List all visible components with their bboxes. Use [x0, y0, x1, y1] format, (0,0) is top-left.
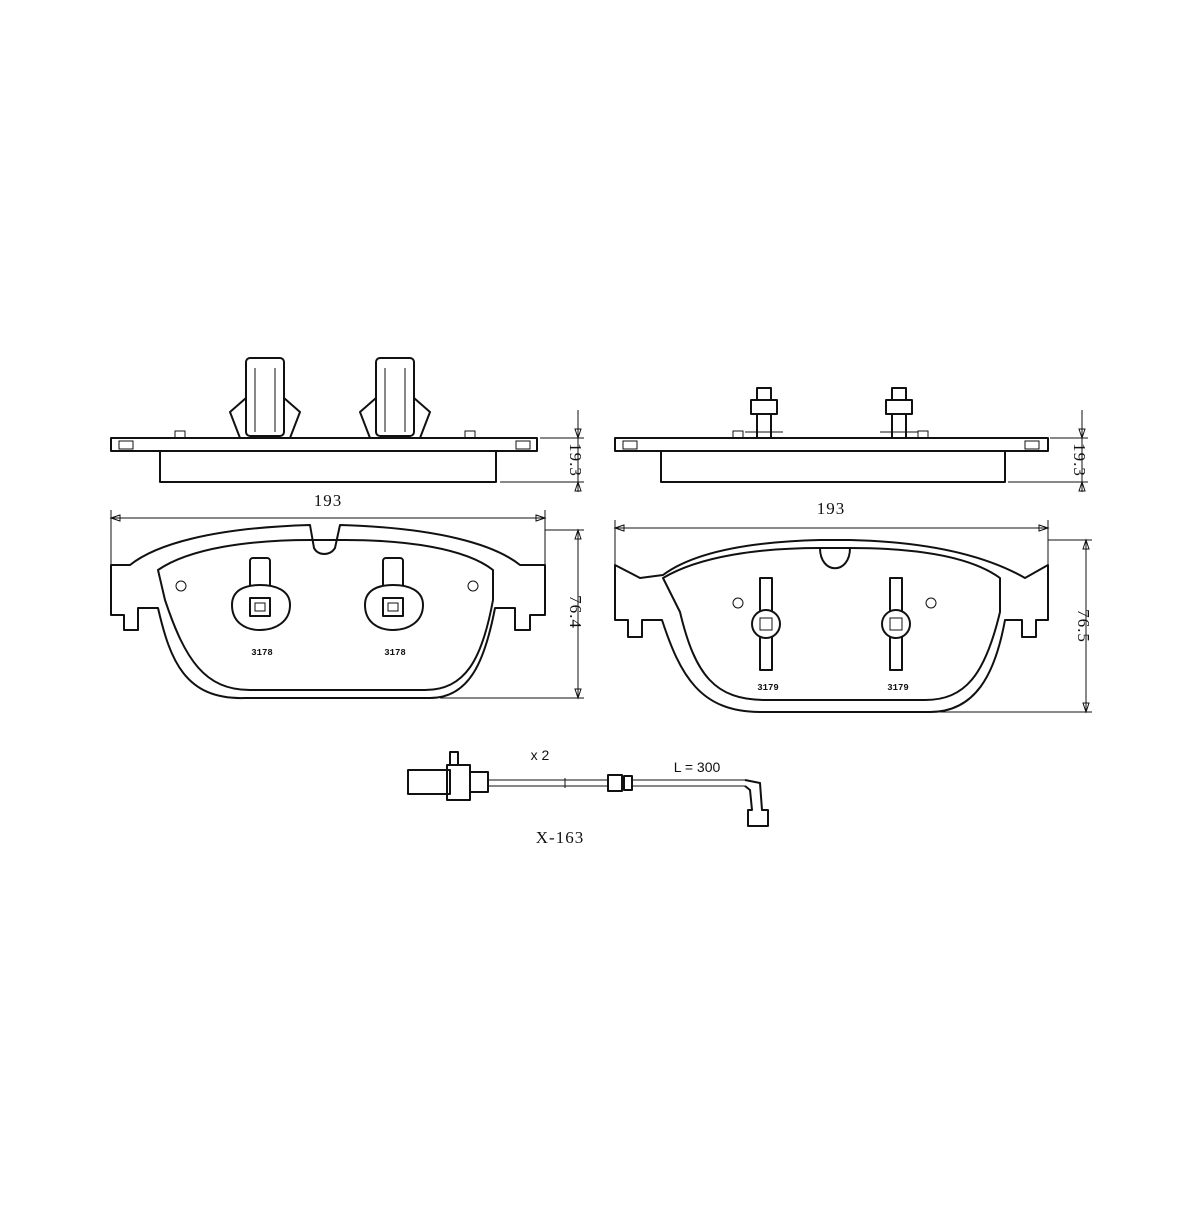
sensor-part-number: X-163: [536, 828, 584, 847]
left-thickness-label: 19.3: [566, 443, 585, 477]
sensor-quantity: x 2: [531, 747, 550, 763]
right-clip-code-1: 3179: [757, 683, 779, 693]
right-pad-side-view: 19.3: [614, 387, 1089, 492]
right-friction-block: [660, 450, 1006, 483]
right-thickness-label: 19.3: [1070, 443, 1089, 477]
right-front-pin-1: 3179: [751, 577, 781, 693]
left-backing-plate: [110, 437, 538, 452]
left-width-dimension: 193: [109, 491, 547, 580]
right-backing-plate: [614, 437, 1049, 452]
sensor-length: L = 300: [674, 759, 721, 775]
right-clip-code-2: 3179: [887, 683, 909, 693]
left-pad-front-view: 193 3178 3178 76.4: [109, 491, 585, 700]
left-thickness-dimension: 19.3: [500, 410, 585, 492]
right-pad-front-view: 193 3179 3179 76.5: [613, 499, 1093, 714]
left-pad-side-view: 19.3: [110, 357, 585, 492]
right-thickness-dimension: 19.3: [1008, 410, 1089, 492]
left-width-label: 193: [314, 491, 343, 510]
left-friction-outline: [157, 539, 494, 691]
right-pin-2: [880, 387, 918, 439]
right-pad-outline: [614, 539, 1049, 713]
left-clip-code-1: 3178: [251, 648, 273, 658]
left-height-dimension: 76.4: [440, 528, 585, 700]
right-width-label: 193: [817, 499, 846, 518]
left-height-label: 76.4: [566, 595, 585, 629]
right-height-dimension: 76.5: [940, 538, 1093, 714]
left-clip-2: [359, 357, 431, 439]
left-clip-1: [229, 357, 301, 439]
left-front-clip-1: 3178: [231, 557, 291, 658]
left-clip-code-2: 3178: [384, 648, 406, 658]
right-front-pin-2: 3179: [881, 577, 911, 693]
right-pin-1: [745, 387, 783, 439]
right-height-label: 76.5: [1074, 609, 1093, 643]
sensor-connector: [407, 769, 451, 795]
left-friction-block: [159, 450, 497, 483]
left-front-clip-2: 3178: [364, 557, 424, 658]
wear-sensor: x 2 L = 300 X-163: [407, 747, 769, 847]
right-friction-outline: [662, 547, 1001, 701]
left-pad-outline: [110, 524, 546, 700]
